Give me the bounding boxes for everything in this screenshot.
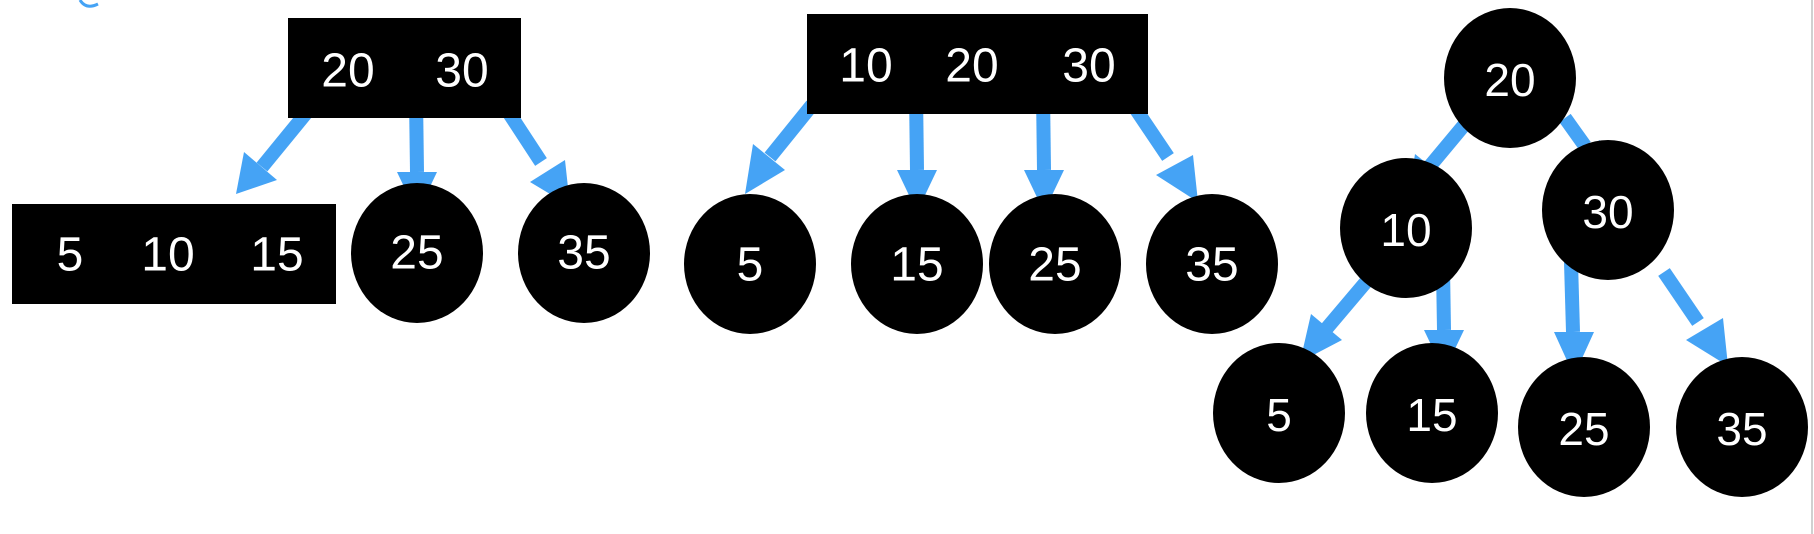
panel3-node-35: [1676, 357, 1808, 497]
panel2-node-25: [989, 194, 1121, 334]
panel2-node-label: 25: [1028, 239, 1081, 292]
panel-3: 20 10 30 5 15 25 35: [1213, 8, 1808, 497]
panel1-root-key: 20: [321, 45, 374, 98]
panel2-node-35: [1146, 194, 1278, 334]
panel1-edge-to-leaf-box: [236, 107, 313, 194]
panel2-node-label: 15: [890, 239, 943, 292]
panel3-edge-30-to-35: [1658, 268, 1728, 366]
panel3-node-25: [1518, 357, 1650, 497]
panel3-node-15: [1366, 343, 1498, 483]
panel1-root-key: 30: [435, 45, 488, 98]
panel3-node-label: 35: [1716, 403, 1767, 455]
panel1-node-label: 25: [390, 227, 443, 280]
panel3-node-label: 25: [1558, 403, 1609, 455]
panel1-leaf-key: 10: [141, 229, 194, 282]
panel2-node-label: 5: [737, 239, 764, 292]
top-left-curve-fragment: [78, 0, 99, 8]
panel3-node-20: [1444, 8, 1576, 148]
panel2-edge-to-node-35: [1127, 101, 1198, 202]
panel2-node-5: [684, 194, 816, 334]
panel1-leaf-key: 5: [57, 229, 84, 282]
panel1-leaf-key: 15: [250, 229, 303, 282]
panel2-node-15: [851, 194, 983, 334]
panel-2: 10 20 30 5 15 25 35: [684, 14, 1278, 334]
panel2-root-key: 10: [839, 40, 892, 93]
panel2-root-node: [807, 14, 1148, 114]
panel3-node-30: [1542, 140, 1674, 280]
panel3-node-label: 20: [1484, 54, 1535, 106]
panel1-root-node: [288, 18, 521, 118]
panel1-node-35: [518, 183, 650, 323]
panel-1: 20 30 5 10 15 25 35: [12, 18, 650, 323]
panel3-node-10: [1340, 158, 1472, 298]
panel3-node-label: 15: [1406, 389, 1457, 441]
panel2-root-key: 30: [1062, 40, 1115, 93]
panel2-edge-to-node-5: [745, 100, 818, 194]
panel1-leaf-box: [12, 204, 336, 304]
panel3-edge-10-to-5: [1300, 271, 1377, 362]
panel1-node-25: [351, 183, 483, 323]
panel3-node-label: 5: [1266, 389, 1292, 441]
panel2-root-key: 20: [945, 40, 998, 93]
panel3-node-5: [1213, 343, 1345, 483]
panel3-edge-30-to-25: [1554, 261, 1594, 376]
panel3-node-label: 30: [1582, 186, 1633, 238]
panel1-node-label: 35: [557, 227, 610, 280]
panel2-node-label: 35: [1185, 239, 1238, 292]
panel3-node-label: 10: [1380, 204, 1431, 256]
